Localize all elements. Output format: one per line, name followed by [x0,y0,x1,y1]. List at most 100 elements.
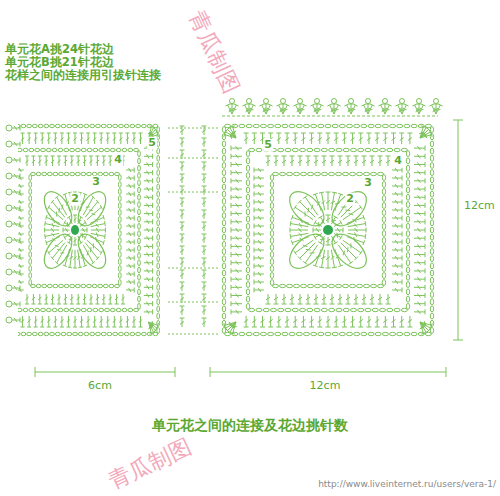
chain-stitch [371,284,377,287]
chain-stitch [430,198,433,204]
chain-stitch [38,332,43,335]
chain-stitch [23,308,28,311]
chain-stitch [58,308,63,311]
chain-stitch [38,124,43,127]
chain-stitch [378,284,384,287]
chain-stitch [29,280,32,286]
picot [6,157,12,163]
chain-stitch [29,266,32,272]
chain-stitch [365,308,371,311]
chain-stitch [141,124,146,127]
chain-stitch [53,284,58,287]
chain-stitch [157,277,160,283]
chain-stitch [430,184,433,190]
chain-stitch [130,124,135,127]
chain-stitch [138,260,141,266]
chain-stitch [336,172,342,175]
motif-a [222,124,433,335]
chain-stitch [285,308,291,311]
chain-stitch [411,332,417,335]
chain-stitch [222,134,225,140]
dc-row [254,156,402,304]
chain-stitch [138,267,141,273]
chain-stitch [118,196,121,202]
chain-stitch [118,245,121,251]
chain-stitch [387,148,393,151]
picot [298,99,303,104]
chain-stitch [157,306,160,312]
chain-stitch [382,196,385,202]
chain-stitch [268,124,274,127]
chain-stitch [222,299,225,305]
chain-stitch [119,332,124,335]
chain-stitch [322,172,328,175]
chain-stitch [41,148,46,151]
chain-stitch [222,213,225,219]
chain-stitch [138,172,141,178]
chain-stitch [253,332,259,335]
chain-stitch [329,148,335,151]
chain-stitch [157,170,160,176]
chain-stitch [99,148,104,151]
chain-stitch [430,205,433,211]
chain-stitch [406,151,409,157]
chain-stitch [73,124,78,127]
picot [6,221,12,227]
chain-stitch [50,332,55,335]
chain-stitch [430,213,433,219]
picot [400,99,405,104]
chain-stitch [322,284,328,287]
chain-stitch [246,180,249,186]
chain-stitch [116,308,121,311]
chain-stitch [222,205,225,211]
chain-stitch [270,273,273,279]
chain-stitch [138,194,141,200]
chain-stitch [29,238,32,244]
chain-stitch [246,216,249,222]
chain-stitch [96,332,101,335]
chain-stitch [406,209,409,215]
chain-stitch [222,270,225,276]
chain-stitch [138,165,141,171]
picot [6,173,12,179]
chain-stitch [138,216,141,222]
chain-stitch [425,332,431,335]
chain-stitch [406,260,409,266]
chain-stitch [406,223,409,229]
chain-stitch [246,238,249,244]
chain-stitch [246,231,249,237]
chain-stitch [278,308,284,311]
chain-stitch [157,148,160,154]
chain-stitch [336,308,342,311]
chain-stitch [116,148,121,151]
chain-stitch [246,260,249,266]
edging-stitch [12,174,20,179]
chain-stitch [222,170,225,176]
chain-stitch [157,227,160,233]
chain-stitch [329,284,335,287]
chain-stitch [101,332,106,335]
chain-stitch [105,308,110,311]
edging-stitch [12,206,20,211]
chain-stitch [29,210,32,216]
chain-stitch [44,332,49,335]
chain-stitch [29,189,32,195]
chain-stitch [222,227,225,233]
chain-stitch [29,259,32,265]
callout-number: 2 [70,193,80,206]
chain-stitch [303,124,309,127]
callout-number: 4 [113,154,123,167]
chain-stitch [294,284,300,287]
chain-stitch [118,231,121,237]
chain-stitch [406,202,409,208]
petal [73,228,110,275]
chain-stitch [67,332,72,335]
chain-stitch [128,148,133,151]
chain-stitch [246,202,249,208]
chain-stitch [280,284,286,287]
chain-stitch [103,172,108,175]
petal [326,228,373,275]
chain-stitch [397,124,403,127]
chain-stitch [404,332,410,335]
chain-stitch [138,209,141,215]
